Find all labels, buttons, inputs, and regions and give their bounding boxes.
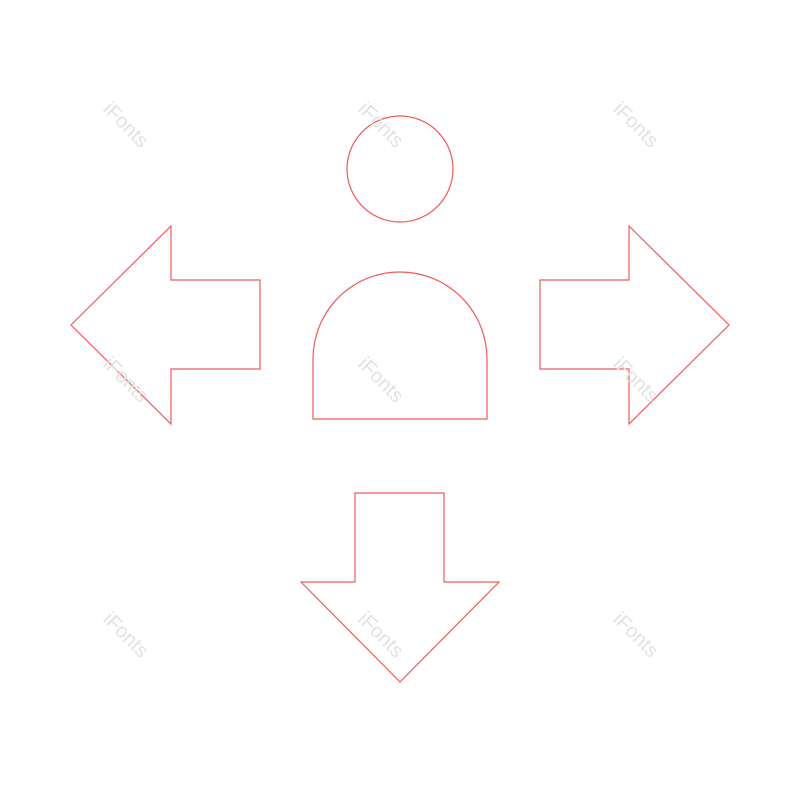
arrow-down-icon bbox=[299, 492, 501, 683]
arrow-left-icon bbox=[70, 224, 261, 426]
arrow-right-icon bbox=[539, 224, 730, 426]
person-body-shape bbox=[312, 271, 488, 420]
person-head-shape bbox=[346, 115, 454, 223]
